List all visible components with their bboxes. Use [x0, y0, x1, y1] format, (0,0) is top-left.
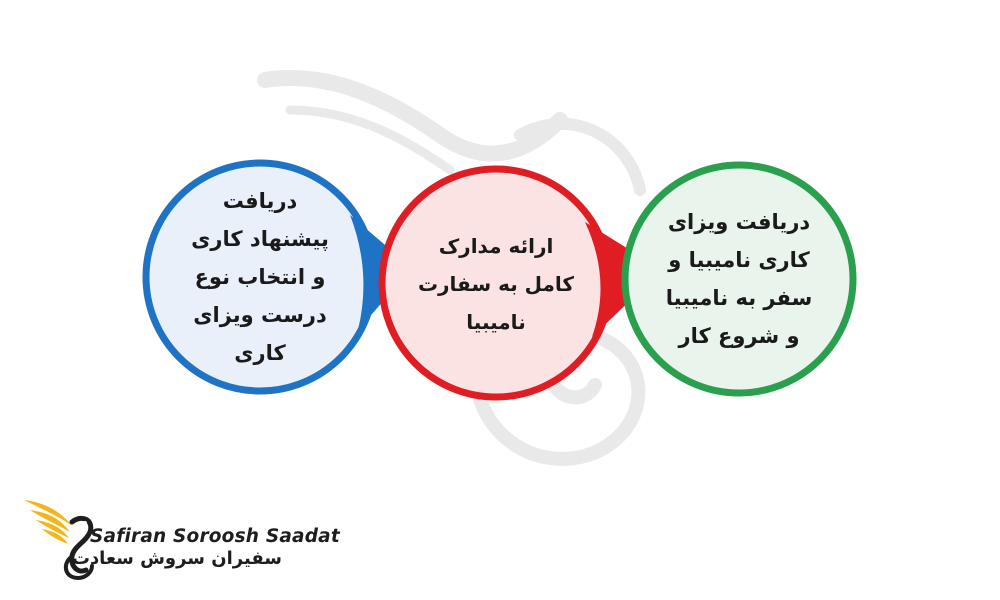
swan-wing-logo-icon: [24, 500, 94, 581]
step-1-line: کاری: [234, 341, 286, 365]
step-2-line: کامل به سفارت: [417, 272, 575, 296]
step-3-line: دریافت ویزای: [667, 210, 811, 234]
step-3-circle: [621, 161, 857, 397]
step-1-line: پیشنهاد کاری: [191, 227, 329, 251]
step-2-line: نامیبیا: [466, 310, 526, 334]
step-3-node: [621, 161, 857, 397]
step-1-line: دریافت: [222, 189, 298, 213]
step-2-text: ارائه مدارک کامل به سفارت نامیبیا: [380, 168, 612, 400]
step-1-line: و انتخاب نوع: [194, 265, 326, 289]
step-2-line: ارائه مدارک: [438, 234, 554, 258]
step-3-line: کاری نامیبیا و: [668, 248, 810, 272]
logo-name-persian: سفیران سروش سعادت: [71, 548, 282, 569]
step-1-text: دریافت پیشنهاد کاری و انتخاب نوع درست وی…: [143, 160, 377, 394]
step-3-line: و شروع کار: [678, 324, 800, 348]
company-logo: Safiran Soroosh Saadat سفیران سروش سعادت: [22, 496, 340, 586]
step-1-line: درست ویزای: [193, 303, 327, 327]
logo-name-english: Safiran Soroosh Saadat: [90, 526, 340, 547]
step-3-line: سفر به نامیبیا: [665, 286, 813, 310]
step-3-text: دریافت ویزای کاری نامیبیا و سفر به نامیب…: [622, 162, 856, 396]
